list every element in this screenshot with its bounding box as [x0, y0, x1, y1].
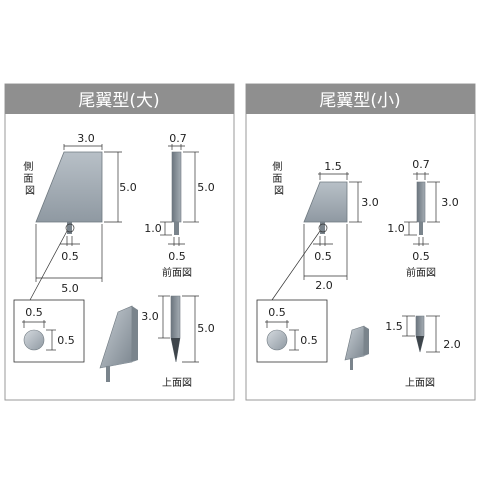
side-view-label: 側 面 図	[272, 160, 285, 197]
dim-top-right: 5.0	[197, 322, 215, 335]
dim-side-base: 2.0	[315, 279, 333, 292]
side-view-char: 図	[274, 185, 284, 197]
panel-title: 尾翼型(大)	[78, 91, 159, 111]
dim-side-pin: 0.5	[61, 250, 79, 263]
side-view-pin	[67, 222, 72, 234]
dim-detail-h: 0.5	[268, 306, 286, 319]
dim-side-base: 5.0	[61, 282, 79, 295]
detail-box	[13, 299, 85, 363]
dim-front-height: 5.0	[197, 181, 215, 194]
front-view-shape	[171, 151, 182, 223]
front-view-pin	[174, 222, 179, 235]
dim-side-top: 3.0	[77, 132, 95, 145]
front-view-dimensions	[160, 144, 199, 246]
dim-front-pin: 0.5	[412, 250, 430, 263]
dim-top-left: 1.5	[385, 320, 403, 333]
top-view-dark	[171, 338, 180, 362]
side-view-char: 面	[272, 174, 282, 185]
top-view-dimensions	[402, 315, 440, 353]
dim-top-left: 3.0	[141, 310, 159, 323]
side-view-char: 側	[272, 160, 282, 173]
detail-marker	[318, 223, 328, 233]
dim-top-right: 2.0	[443, 338, 461, 351]
front-view-label: 前面図	[162, 266, 192, 279]
front-view-pin	[419, 222, 423, 235]
dim-front-top: 0.7	[169, 132, 187, 145]
side-view-shape	[35, 151, 103, 223]
detail-dimensions	[265, 320, 299, 351]
detail-pin-coin	[266, 329, 288, 351]
panel-title-bar	[246, 84, 475, 114]
side-view-dimensions	[35, 144, 122, 282]
dim-side-pin: 0.5	[314, 250, 332, 263]
dim-front-pin-len: 1.0	[387, 222, 405, 235]
top-view-dark	[416, 336, 424, 352]
perspective-view	[99, 305, 138, 382]
panel-small: 尾翼型(小) 側 面 図 1.5 3.0 0.5 2.0	[245, 83, 476, 401]
front-view-dimensions	[404, 172, 440, 246]
dim-side-height: 3.0	[361, 196, 379, 209]
dim-front-pin-len: 1.0	[144, 222, 162, 235]
front-view-label: 前面図	[406, 266, 436, 279]
detail-leader	[29, 230, 68, 301]
side-view-char: 図	[25, 185, 35, 197]
side-view-dimensions	[303, 172, 362, 280]
top-view-label: 上面図	[162, 377, 192, 389]
dim-side-top: 1.5	[324, 160, 342, 173]
dim-front-pin: 0.5	[168, 250, 186, 263]
perspective-view	[344, 325, 369, 370]
detail-leader	[271, 230, 321, 301]
detail-dimensions	[22, 320, 56, 351]
dim-detail-v: 0.5	[57, 334, 75, 347]
front-view-shape	[416, 181, 426, 223]
top-view-dimensions	[158, 295, 199, 363]
dim-front-height: 3.0	[441, 196, 459, 209]
side-view-char: 側	[23, 160, 33, 173]
detail-pin-coin	[23, 329, 45, 351]
dim-front-top: 0.7	[412, 158, 430, 171]
top-view-label: 上面図	[405, 377, 435, 389]
side-view-pin	[320, 222, 325, 234]
panel-title: 尾翼型(小)	[319, 91, 400, 111]
detail-marker	[65, 223, 75, 233]
panel-large: 尾翼型(大) 側 面 図 3.0 5.0 0.5 5.0	[4, 83, 235, 401]
dim-detail-v: 0.5	[300, 334, 318, 347]
detail-box	[256, 299, 328, 363]
dim-detail-h: 0.5	[25, 306, 43, 319]
side-view-shape	[303, 181, 348, 223]
panel-title-bar	[5, 84, 234, 114]
dim-side-height: 5.0	[119, 181, 137, 194]
side-view-char: 面	[23, 174, 33, 185]
side-view-label: 側 面 図	[23, 160, 36, 197]
